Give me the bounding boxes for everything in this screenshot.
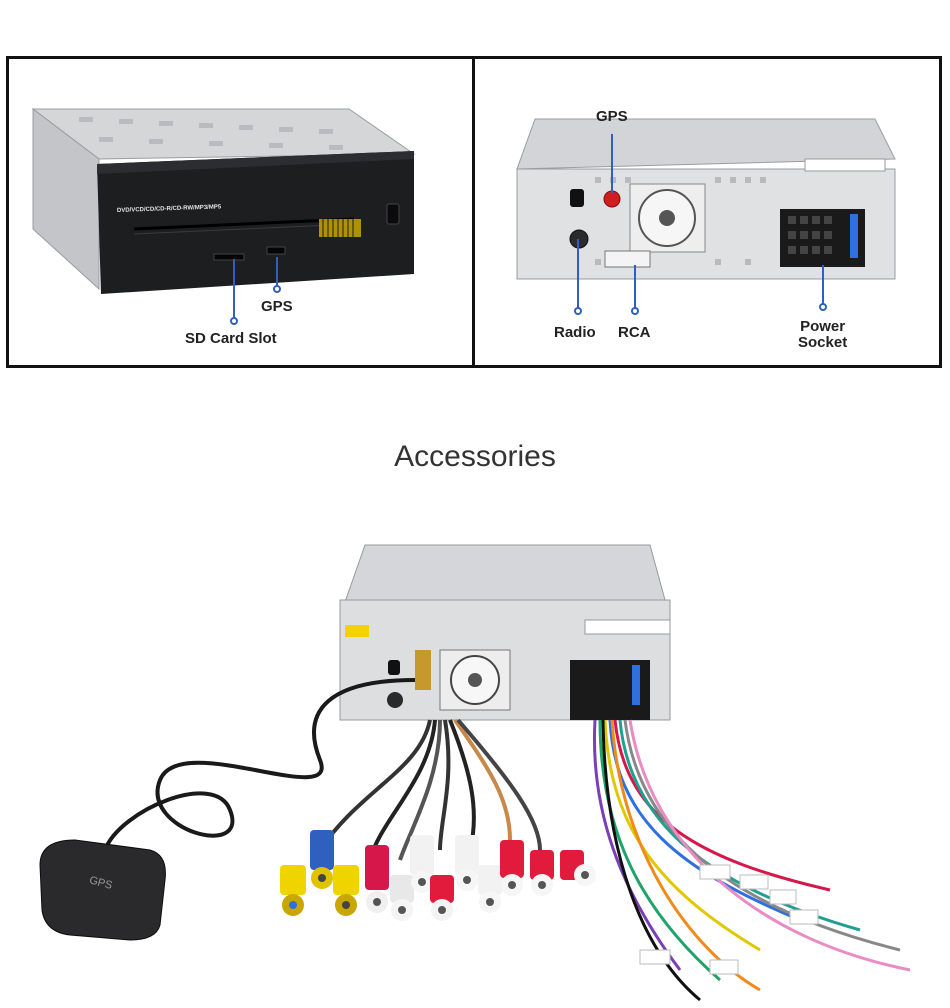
callout-dot-power (819, 303, 827, 311)
callout-radio: Radio (554, 324, 596, 341)
front-view-panel: DVD/VCD/CD/CD-R/CD-RW/MP3/MP5 GPS SD Car… (6, 56, 475, 368)
callout-dot-gps-front (273, 285, 281, 293)
callout-gps-front: GPS (261, 298, 293, 315)
gps-antenna-label: GPS (88, 874, 114, 892)
callout-line-power (822, 265, 824, 305)
callout-line-rca (634, 265, 636, 309)
callout-dot-radio (574, 307, 582, 315)
front-label-text: DVD/VCD/CD/CD-R/CD-RW/MP3/MP5 (117, 204, 222, 214)
callout-line-sd (233, 259, 235, 319)
callout-line-gps-rear (611, 134, 613, 194)
front-unit-illustration: DVD/VCD/CD/CD-R/CD-RW/MP3/MP5 (31, 107, 416, 294)
callout-sd-card-slot: SD Card Slot (185, 330, 277, 347)
callout-power-socket: Power Socket (798, 319, 847, 351)
callout-power-socket-line2: Socket (798, 334, 848, 351)
callout-rca: RCA (618, 324, 651, 341)
callout-power-socket-line1: Power (800, 318, 846, 335)
callout-dot-sd (230, 317, 238, 325)
rear-unit-illustration (516, 118, 896, 280)
callout-gps-rear: GPS (596, 108, 628, 125)
callout-dot-rca (631, 307, 639, 315)
callout-line-radio (577, 239, 579, 309)
callout-line-gps-front (276, 257, 278, 287)
rear-view-panel: GPS Radio RCA Power Socket (472, 56, 942, 368)
section-heading: Accessories (394, 440, 556, 473)
accessories-illustration: GPS (39, 544, 911, 1002)
